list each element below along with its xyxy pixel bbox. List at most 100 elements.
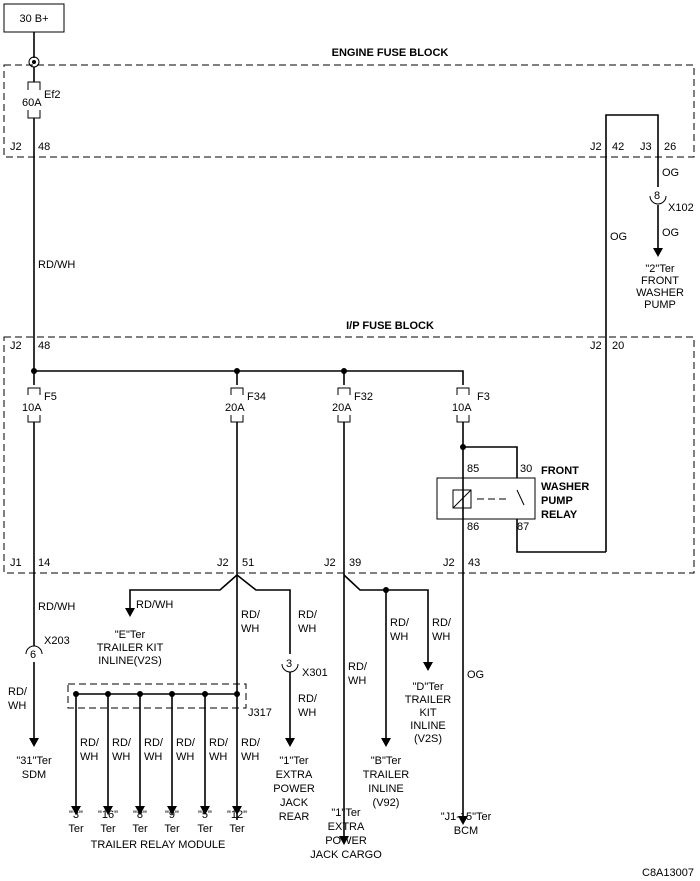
engine-fuse-block-title: ENGINE FUSE BLOCK xyxy=(332,47,449,59)
conn-j1-14: J1 xyxy=(10,557,22,569)
svg-text:EXTRA: EXTRA xyxy=(328,821,365,833)
fuse-f3: F3 10A xyxy=(452,387,490,423)
trm-ter-label: Ter xyxy=(68,823,84,835)
trm-wire-rd: RD/ xyxy=(80,737,100,749)
trm-arrow xyxy=(135,806,145,815)
trm-wire-wh: WH xyxy=(144,751,162,763)
dest-trailer-relay-module: TRAILER RELAY MODULE xyxy=(91,839,226,851)
wire-rd-sdm: RD/ xyxy=(8,686,28,698)
trm-arrow xyxy=(71,806,81,815)
fuse-f5: F5 10A xyxy=(22,387,57,423)
x203-pin: 6 xyxy=(30,649,36,661)
trm-wire-wh: WH xyxy=(112,751,130,763)
trm-ter-label: Ter xyxy=(100,823,116,835)
relay-pin-86: 86 xyxy=(467,521,479,533)
wire-rd-f34: RD/ xyxy=(241,609,261,621)
pin-42-engine: 42 xyxy=(612,141,624,153)
svg-text:RELAY: RELAY xyxy=(541,509,578,521)
trm-ter-label: Ter xyxy=(197,823,213,835)
dest-sdm: "31"Ter SDM xyxy=(16,755,52,781)
svg-text:TRAILER: TRAILER xyxy=(363,769,410,781)
fuse-ef2-name: Ef2 xyxy=(44,89,61,101)
pin-48-engine: 48 xyxy=(38,141,50,153)
svg-text:FRONT: FRONT xyxy=(541,465,579,477)
svg-text:"2"Ter: "2"Ter xyxy=(645,263,675,275)
wire-rd-b: RD/ xyxy=(390,617,410,629)
source-label: 30 B+ xyxy=(19,13,48,25)
svg-text:KIT: KIT xyxy=(419,707,436,719)
x203-name: X203 xyxy=(44,635,70,647)
svg-text:SDM: SDM xyxy=(22,769,46,781)
trm-arrow xyxy=(103,806,113,815)
trm-wire-rd: RD/ xyxy=(209,737,229,749)
svg-text:INLINE: INLINE xyxy=(410,720,445,732)
j317-label: J317 xyxy=(248,707,272,719)
pin-20-ip: 20 xyxy=(612,340,624,352)
pin-26-engine: 26 xyxy=(664,141,676,153)
wire-og-bcm: OG xyxy=(467,669,484,681)
conn-j3-engine: J3 xyxy=(640,141,652,153)
svg-text:WASHER: WASHER xyxy=(541,481,589,493)
x102-pin: 8 xyxy=(654,190,660,202)
trm-wire-rd: RD/ xyxy=(112,737,132,749)
connector-x301 xyxy=(281,663,299,673)
ip-fuse-block-title: I/P FUSE BLOCK xyxy=(346,320,434,332)
svg-text:PUMP: PUMP xyxy=(541,495,573,507)
wire-wh-cargo: WH xyxy=(348,675,366,687)
x301-name: X301 xyxy=(302,667,328,679)
pin-51: 51 xyxy=(242,557,254,569)
connector-x203 xyxy=(25,645,43,655)
svg-text:20A: 20A xyxy=(332,402,352,414)
svg-text:F32: F32 xyxy=(354,391,373,403)
ip-fuse-block xyxy=(3,336,695,574)
dest-front-washer-pump: "2"Ter FRONT WASHER PUMP xyxy=(636,263,684,311)
svg-text:TRAILER: TRAILER xyxy=(405,694,452,706)
trm-ter-label: Ter xyxy=(229,823,245,835)
svg-text:REAR: REAR xyxy=(279,811,310,823)
wire-og-label-1: OG xyxy=(662,167,679,179)
svg-text:EXTRA: EXTRA xyxy=(276,769,313,781)
trm-wire-wh: WH xyxy=(80,751,98,763)
svg-text:"B"Ter: "B"Ter xyxy=(371,755,402,767)
pin-43: 43 xyxy=(468,557,480,569)
pin-14: 14 xyxy=(38,557,50,569)
wire-og-label-3: OG xyxy=(610,231,627,243)
dest-trailer-d: "D"Ter TRAILER KIT INLINE (V2S) xyxy=(405,681,452,745)
svg-text:TRAILER KIT: TRAILER KIT xyxy=(97,642,164,654)
svg-text:BCM: BCM xyxy=(454,825,478,837)
relay-pin-30: 30 xyxy=(520,463,532,475)
svg-text:(V2S): (V2S) xyxy=(414,733,442,745)
pin-48-ip: 48 xyxy=(38,340,50,352)
svg-text:INLINE(V2S): INLINE(V2S) xyxy=(98,655,162,667)
wire-wh-rear: WH xyxy=(298,707,316,719)
trm-wire-rd: RD/ xyxy=(144,737,164,749)
svg-text:F5: F5 xyxy=(44,391,57,403)
svg-text:F34: F34 xyxy=(247,391,266,403)
trm-wire-rd: RD/ xyxy=(241,737,261,749)
wire-rdwh-main: RD/WH xyxy=(38,259,75,271)
svg-text:FRONT: FRONT xyxy=(641,275,679,287)
trm-arrow xyxy=(200,806,210,815)
conn-j2-ip-in: J2 xyxy=(10,340,22,352)
svg-text:WASHER: WASHER xyxy=(636,287,684,299)
dest-extra-power-rear: "1"Ter EXTRA POWER JACK REAR xyxy=(273,755,315,823)
svg-text:"1"Ter: "1"Ter xyxy=(331,807,361,819)
diagram-id: C8A13007 xyxy=(642,867,694,879)
pin-39: 39 xyxy=(349,557,361,569)
svg-text:JACK: JACK xyxy=(280,797,309,809)
trm-wire-wh: WH xyxy=(176,751,194,763)
trm-wire-wh: WH xyxy=(209,751,227,763)
svg-text:"31"Ter: "31"Ter xyxy=(16,755,52,767)
trm-ter-label: Ter xyxy=(132,823,148,835)
og-wire-relay-loop xyxy=(605,114,659,552)
relay-coil xyxy=(452,489,472,509)
svg-text:10A: 10A xyxy=(452,402,472,414)
relay-label: FRONT WASHER PUMP RELAY xyxy=(541,465,589,521)
relay-pin-87: 87 xyxy=(517,521,529,533)
wire-rd-cargo: RD/ xyxy=(348,661,368,673)
conn-j2-51: J2 xyxy=(217,557,229,569)
svg-text:F3: F3 xyxy=(477,391,490,403)
relay-pin-85: 85 xyxy=(467,463,479,475)
dest-extra-power-cargo: "1"Ter EXTRA POWER JACK CARGO xyxy=(310,807,382,861)
